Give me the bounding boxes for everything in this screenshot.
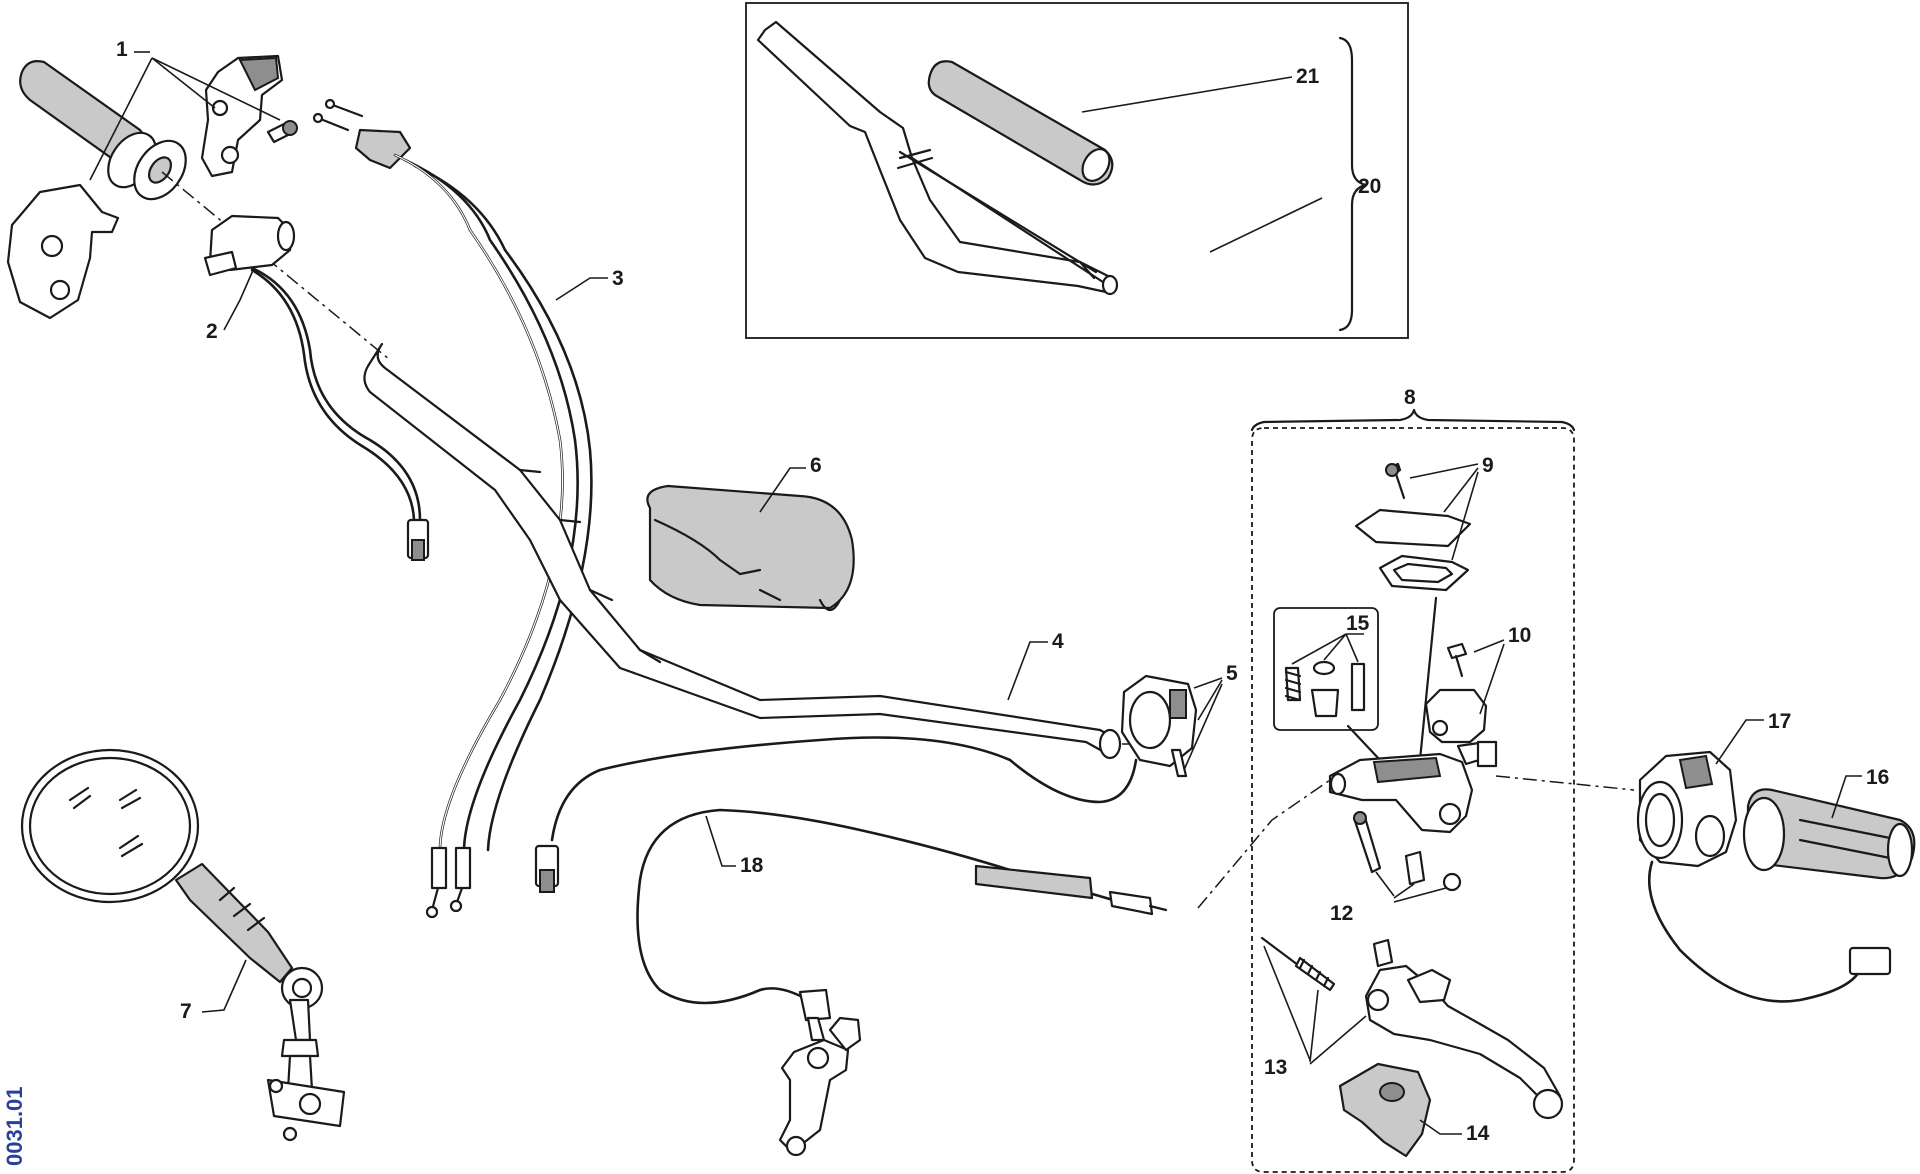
mirror-stem: [174, 862, 294, 984]
pivot-spacer: [1404, 850, 1426, 886]
kill-switch: 2: [203, 214, 430, 561]
clutch-cable-sleeve: [974, 864, 1094, 900]
callout-15: 15: [1346, 612, 1370, 635]
bar-pad-body: [646, 484, 855, 610]
callout-20: 20: [1358, 175, 1381, 198]
callout-21: 21: [1296, 65, 1320, 88]
assembly-8-frame: [1251, 427, 1575, 1173]
callout-16: 16: [1866, 766, 1889, 789]
inset-frame: [745, 2, 1409, 339]
kit-brace: [1338, 36, 1368, 332]
detail-15-box: [1273, 607, 1379, 731]
mirror-clamp: [266, 1078, 346, 1128]
callout-9: 9: [1482, 454, 1494, 477]
mirror: 7: [20, 748, 346, 1142]
lever-cover: [1338, 1062, 1432, 1158]
callout-4: 4: [1052, 630, 1064, 653]
callout-1: 1: [116, 38, 128, 61]
pivot-nut: [1442, 872, 1462, 892]
throttle-cables: 3: [312, 98, 624, 919]
handlebar: 4: [363, 342, 1168, 760]
callout-17: 17: [1768, 710, 1791, 733]
inset-handlebar-kit: 21 20: [745, 2, 1409, 339]
throttle-housing-lower: [6, 183, 120, 320]
reservoir-cap: [1354, 508, 1472, 548]
callout-3: 3: [612, 267, 624, 290]
lever-spring: [1294, 956, 1336, 992]
left-switch: 5: [534, 662, 1238, 893]
callout-13: 13: [1264, 1056, 1287, 1079]
callout-2: 2: [206, 320, 218, 343]
handlebar-pad: [927, 60, 1114, 186]
clutch-cable-adjuster: [1108, 890, 1154, 916]
callout-6: 6: [810, 454, 822, 477]
diagram-code: 0031.01: [2, 1086, 27, 1166]
callout-7: 7: [180, 1000, 192, 1023]
clutch-cable: 18: [636, 808, 1168, 1157]
callout-14: 14: [1466, 1122, 1490, 1145]
mirror-glass: [20, 748, 200, 904]
callout-8: 8: [1404, 386, 1416, 409]
right-switch: 17: [1636, 710, 1892, 1003]
callout-18: 18: [740, 854, 764, 877]
piston: [1310, 688, 1340, 718]
right-switch-connector: [1848, 946, 1892, 976]
callout-10: 10: [1508, 624, 1531, 647]
lever-ball-end: [1532, 1088, 1564, 1120]
cable-fitting-top: [354, 128, 412, 170]
bar-pad: 6: [646, 454, 855, 612]
brake-master-cylinder-kit: 8 9 15 10: [1197, 386, 1635, 1173]
callout-12: 12: [1330, 902, 1353, 925]
throttle-assembly: 1: [6, 38, 391, 361]
callout-5: 5: [1226, 662, 1238, 685]
reservoir-gasket: [1378, 554, 1470, 592]
right-grip: 16: [1742, 766, 1916, 880]
